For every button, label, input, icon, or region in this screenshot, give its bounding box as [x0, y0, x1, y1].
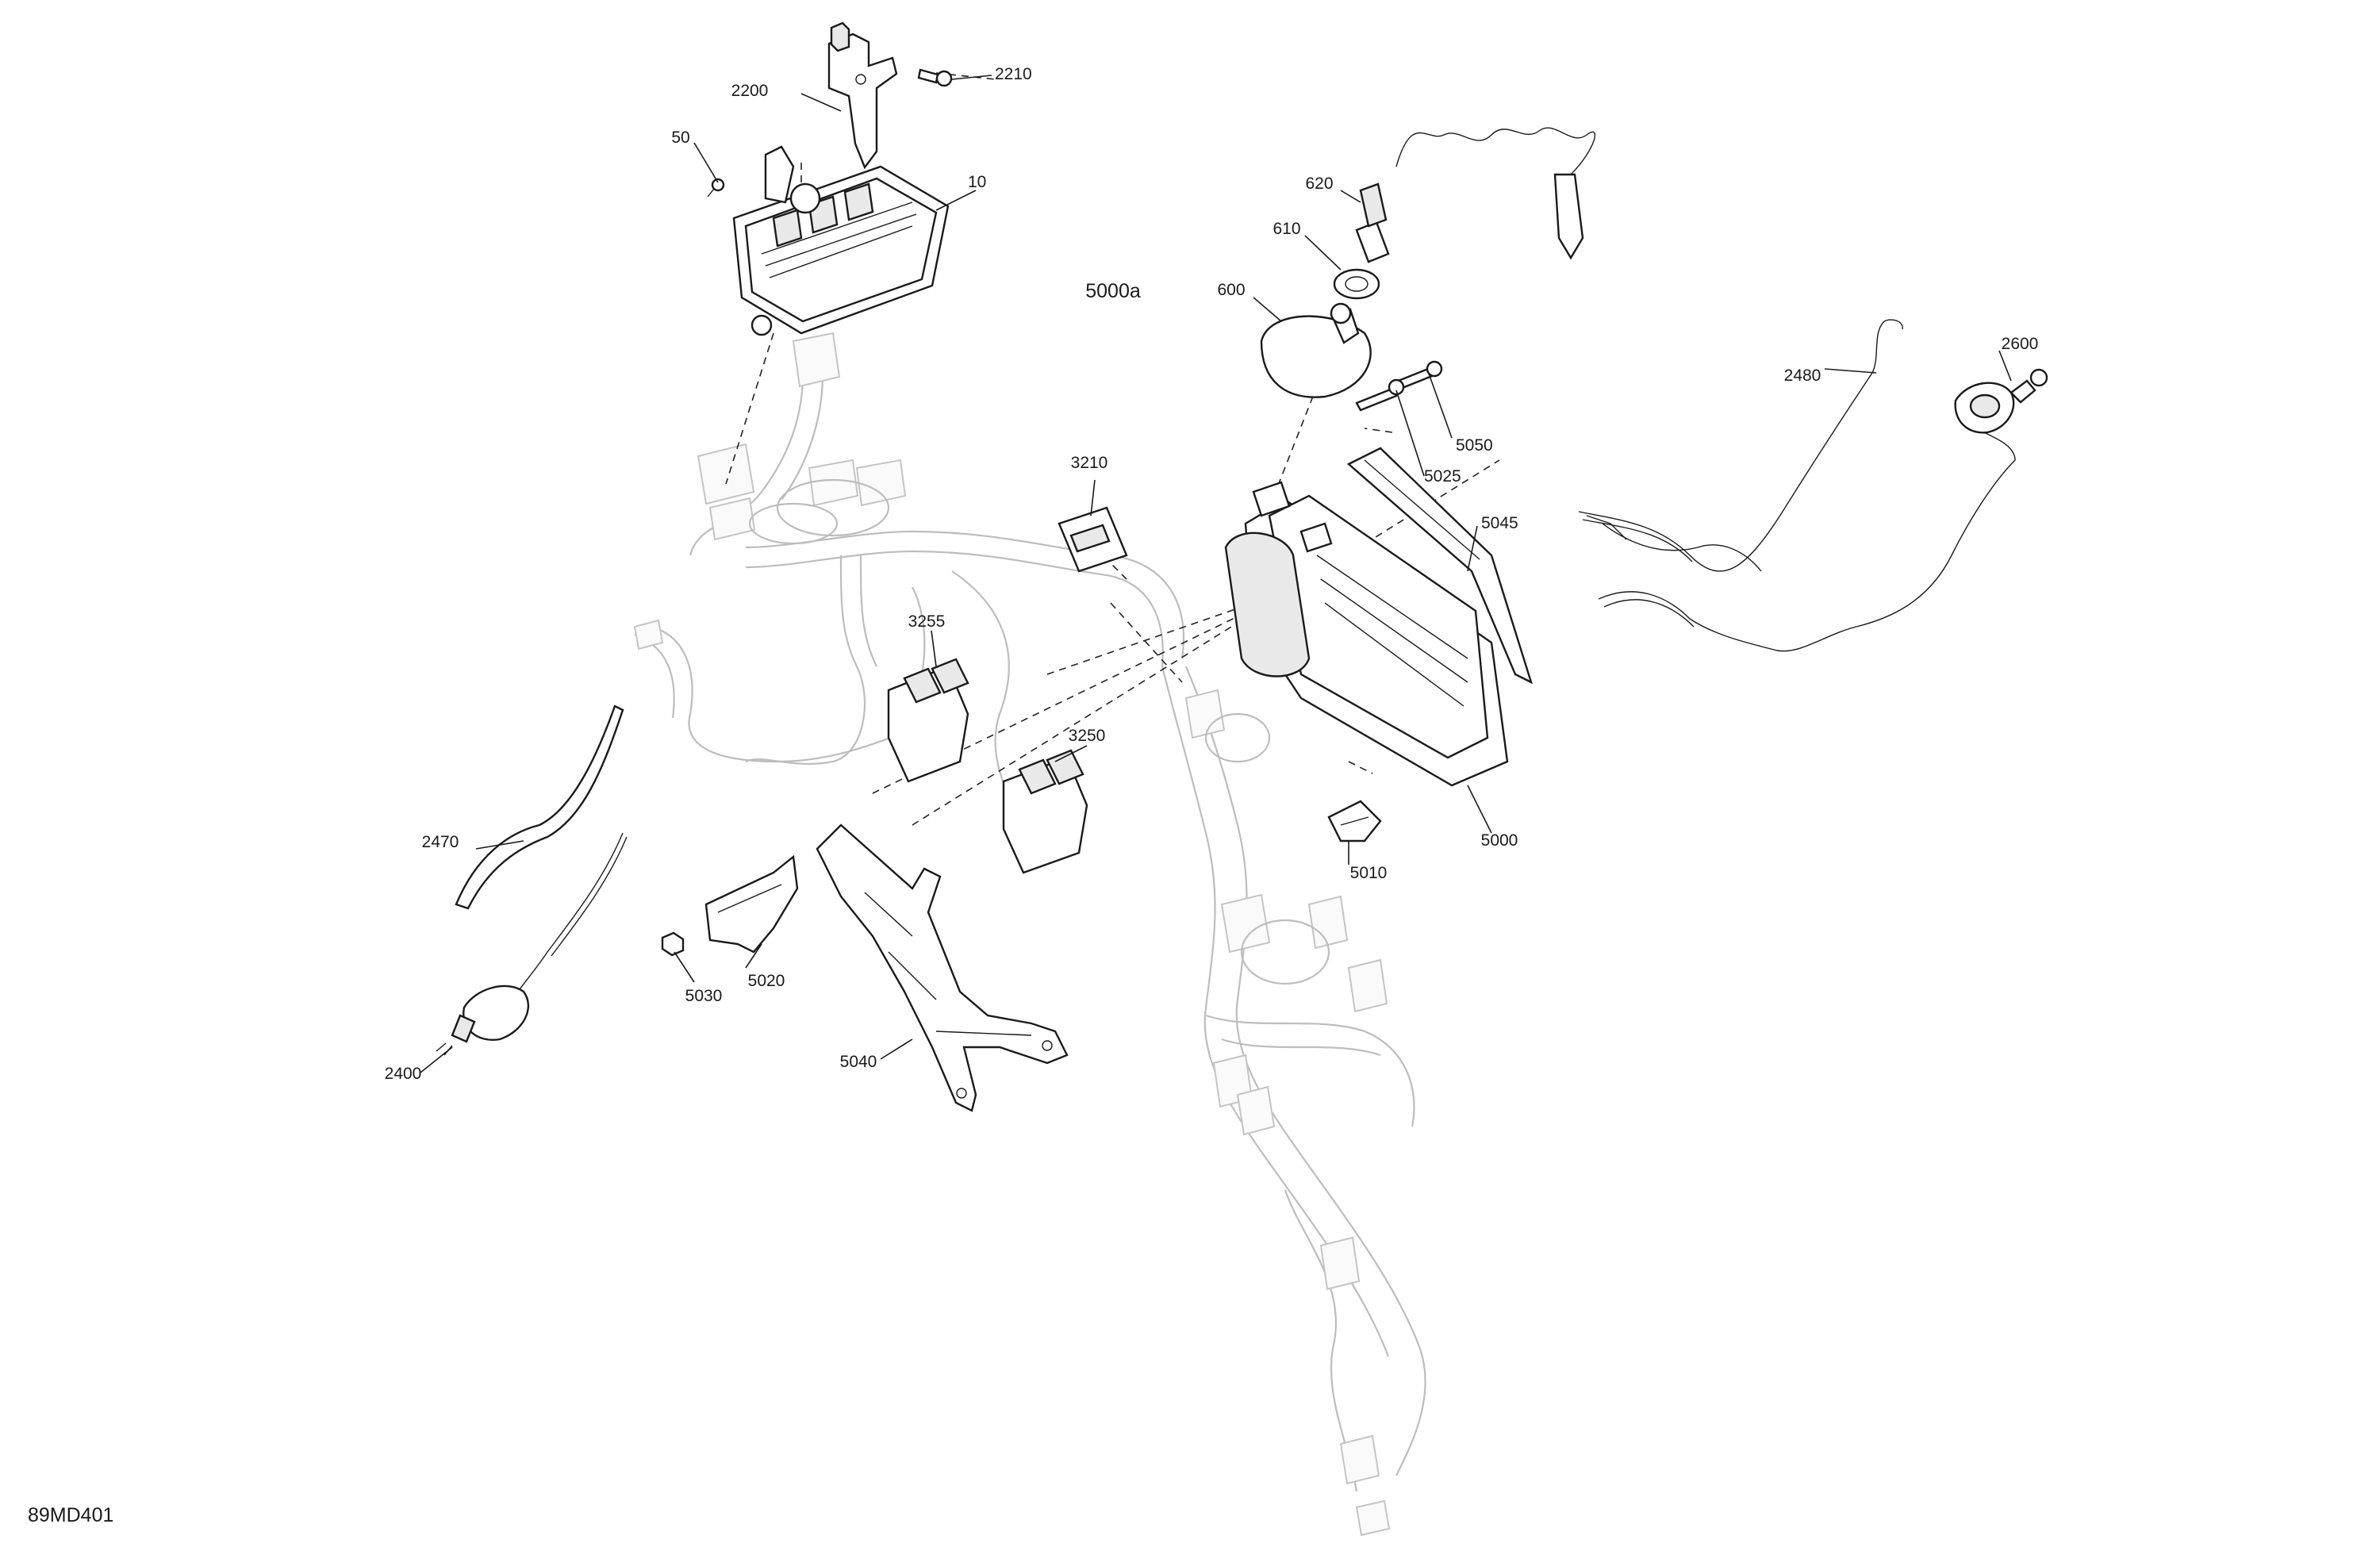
part-5045-strap: [1346, 447, 1533, 685]
part-2200-bracket: [827, 21, 898, 170]
callout-50: 50: [671, 129, 689, 147]
part-10-control-module: [732, 145, 950, 336]
callout-5020: 5020: [748, 972, 785, 990]
callout-2470: 2470: [422, 833, 459, 851]
callout-2400: 2400: [385, 1065, 422, 1083]
part-3250-switch: [1002, 749, 1088, 874]
part-50-screw: [707, 178, 725, 198]
callout-2600: 2600: [2002, 335, 2039, 353]
part-600-cap: [1260, 302, 1372, 398]
part-5040-bracket: [816, 823, 1069, 1112]
callout-5040: 5040: [840, 1053, 877, 1071]
callout-5010: 5010: [1350, 864, 1388, 882]
part-2470-tube: [455, 704, 624, 910]
callout-5050: 5050: [1456, 436, 1493, 455]
leader-lines: [420, 75, 2012, 1073]
part-3210-connector: [1058, 506, 1128, 573]
part-620-tether-cord: [1355, 127, 1596, 263]
callout-5045: 5045: [1481, 514, 1518, 532]
callout-5000: 5000: [1481, 831, 1518, 850]
drawing-id: 89MD401: [28, 1504, 113, 1526]
part-610-ring: [1333, 268, 1380, 300]
part-3255-switch: [887, 658, 969, 783]
callout-5025: 5025: [1424, 467, 1461, 486]
part-5000-ecu: [1224, 481, 1509, 787]
part-2480-rod: [1578, 319, 1903, 572]
callout-2480: 2480: [1784, 367, 1821, 385]
part-5025-bolt: [1355, 378, 1405, 412]
callout-3255: 3255: [908, 612, 946, 631]
callout-600: 600: [1217, 281, 1245, 299]
callout-2200: 2200: [731, 82, 769, 100]
part-2400-switch: [436, 832, 628, 1056]
callout-610: 610: [1273, 220, 1300, 238]
wiring-harness-ghost: [633, 332, 1426, 1537]
callout-2210: 2210: [995, 65, 1032, 83]
callout-3210: 3210: [1071, 454, 1108, 472]
part-5020-bracket: [704, 854, 799, 954]
part-5010-clip: [1327, 800, 1382, 843]
reference-label: 5000a: [1085, 280, 1141, 302]
part-2600-knob-cable: [1598, 368, 2048, 652]
part-2210-screw: [917, 68, 953, 87]
callout-5030: 5030: [685, 987, 723, 1005]
part-5030-nut: [661, 931, 685, 957]
callout-10: 10: [968, 173, 986, 191]
callout-620: 620: [1305, 175, 1333, 193]
callout-3250: 3250: [1069, 727, 1106, 745]
